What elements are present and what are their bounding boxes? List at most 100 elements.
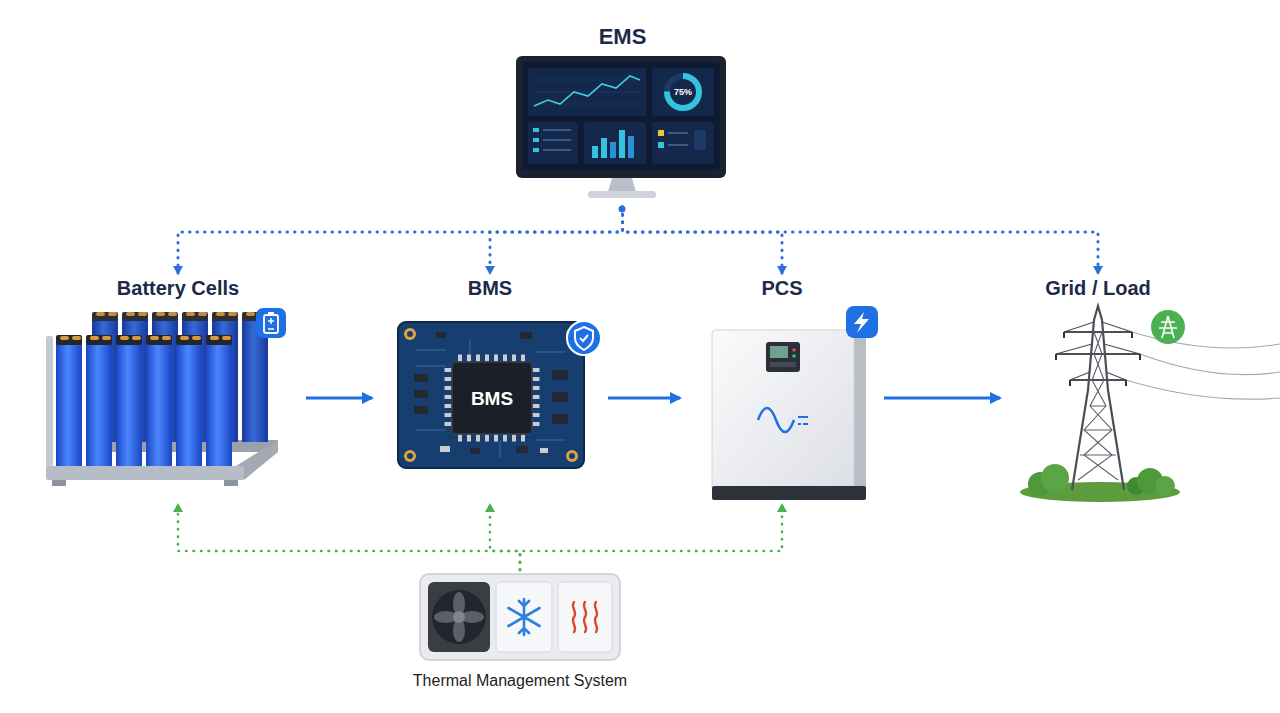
battery-rack-illustration [224, 480, 238, 486]
transmission-tower-illustration [1151, 310, 1185, 344]
battery-rack-illustration [62, 336, 232, 340]
battery-rack-illustration [268, 318, 274, 329]
battery-rack-illustration [52, 480, 66, 486]
component-node: Battery Cells [50, 274, 306, 504]
battery-rack-illustration [146, 342, 172, 468]
overlay-label: 75% [674, 88, 692, 97]
thermal-link [520, 504, 782, 570]
bms-board-illustration [407, 453, 413, 459]
node-heading: Thermal Management System [413, 670, 627, 692]
thermal-unit-illustration [453, 611, 465, 623]
monitor-illustration [543, 149, 571, 151]
bms-board-illustration [458, 435, 528, 442]
transmission-tower-illustration [1056, 332, 1140, 380]
battery-rack-illustration [116, 342, 142, 468]
bms-board-illustration [458, 355, 528, 362]
bms-board-illustration [566, 450, 578, 462]
bms-board-illustration [416, 340, 566, 458]
monitor-illustration [534, 76, 640, 106]
transmission-tower-illustration [1078, 332, 1118, 480]
bms-board-illustration [407, 331, 413, 337]
thermal-unit-illustration [508, 599, 539, 635]
pcs-cabinet-illustration [758, 408, 794, 432]
bms-board-illustration [404, 450, 416, 462]
connector-layer [178, 207, 1098, 570]
monitor-illustration [610, 142, 616, 158]
node-heading: BMS [468, 274, 512, 302]
transmission-tower-illustration [1155, 476, 1175, 496]
thermal-unit-illustration [496, 582, 552, 652]
monitor-illustration [652, 122, 714, 164]
bms-board-illustration [575, 327, 593, 350]
bms-board-illustration [452, 362, 532, 434]
pcs-cabinet-illustration [792, 348, 796, 352]
battery-rack-illustration [46, 336, 53, 472]
bms-board-illustration [414, 374, 428, 382]
bms-board-illustration [440, 446, 450, 452]
battery-rack-illustration [264, 315, 278, 333]
bms-board-illustration [552, 370, 568, 380]
monitor-illustration [543, 129, 571, 131]
control-link [178, 207, 623, 274]
bms-board-illustration [567, 321, 601, 355]
control-link [623, 207, 1099, 274]
monitor-illustration [667, 76, 699, 108]
monitor-illustration [533, 138, 539, 142]
bms-board-illustration [398, 322, 584, 468]
monitor-illustration [528, 68, 646, 116]
bms-board-illustration [540, 448, 548, 453]
component-node: Thermal Management System [400, 570, 640, 696]
thermal-unit-illustration [428, 582, 490, 652]
bms-board-illustration [516, 446, 528, 453]
battery-rack-illustration [268, 312, 274, 315]
bms-board-illustration [404, 328, 416, 340]
flow-arrow [884, 397, 1000, 400]
node-heading: EMS [599, 22, 647, 52]
monitor-illustration [543, 139, 571, 141]
bms-board-illustration [533, 368, 540, 430]
thermal-unit-illustration [573, 602, 597, 632]
node-heading: Battery Cells [117, 274, 239, 302]
battery-rack-illustration [206, 342, 232, 468]
monitor-illustration [534, 92, 640, 93]
bms-board-illustration [414, 406, 428, 414]
monitor-illustration [652, 68, 714, 116]
battery-rack-illustration [56, 342, 82, 468]
transmission-tower-illustration [1020, 306, 1280, 502]
monitor-illustration [522, 62, 720, 170]
pcs-cabinet-illustration [854, 312, 869, 333]
battery-rack-illustration [86, 342, 112, 468]
monitor-illustration [608, 178, 636, 192]
transmission-tower-illustration [1056, 322, 1140, 380]
bms-board-illustration [552, 392, 568, 402]
bms-board-illustration [520, 332, 532, 339]
monitor-illustration [601, 138, 607, 158]
transmission-tower-illustration [1159, 316, 1177, 338]
bms-board-illustration [470, 448, 480, 454]
component-node: Grid / Load [1000, 274, 1196, 504]
monitor-illustration [694, 130, 706, 150]
bms-board-illustration [445, 368, 452, 430]
monitor-illustration [533, 148, 539, 152]
pcs-cabinet-illustration [792, 354, 796, 358]
monitor-illustration [516, 56, 726, 213]
bms-board-illustration [552, 414, 568, 424]
monitor-illustration [668, 144, 688, 146]
battery-rack-illustration [46, 308, 286, 486]
monitor-illustration [668, 132, 688, 134]
pcs-cabinet-illustration [770, 346, 788, 358]
pcs-cabinet-illustration [798, 417, 808, 424]
bms-board-illustration [414, 390, 428, 398]
thermal-link [490, 504, 520, 570]
monitor-illustration [658, 142, 664, 148]
transmission-tower-illustration [1072, 306, 1124, 490]
transmission-tower-illustration [1126, 380, 1280, 399]
pcs-cabinet-illustration [712, 330, 854, 490]
node-heading: PCS [761, 274, 802, 302]
thermal-link [178, 504, 520, 570]
monitor-illustration [592, 146, 598, 158]
thermal-unit-illustration [420, 574, 620, 660]
